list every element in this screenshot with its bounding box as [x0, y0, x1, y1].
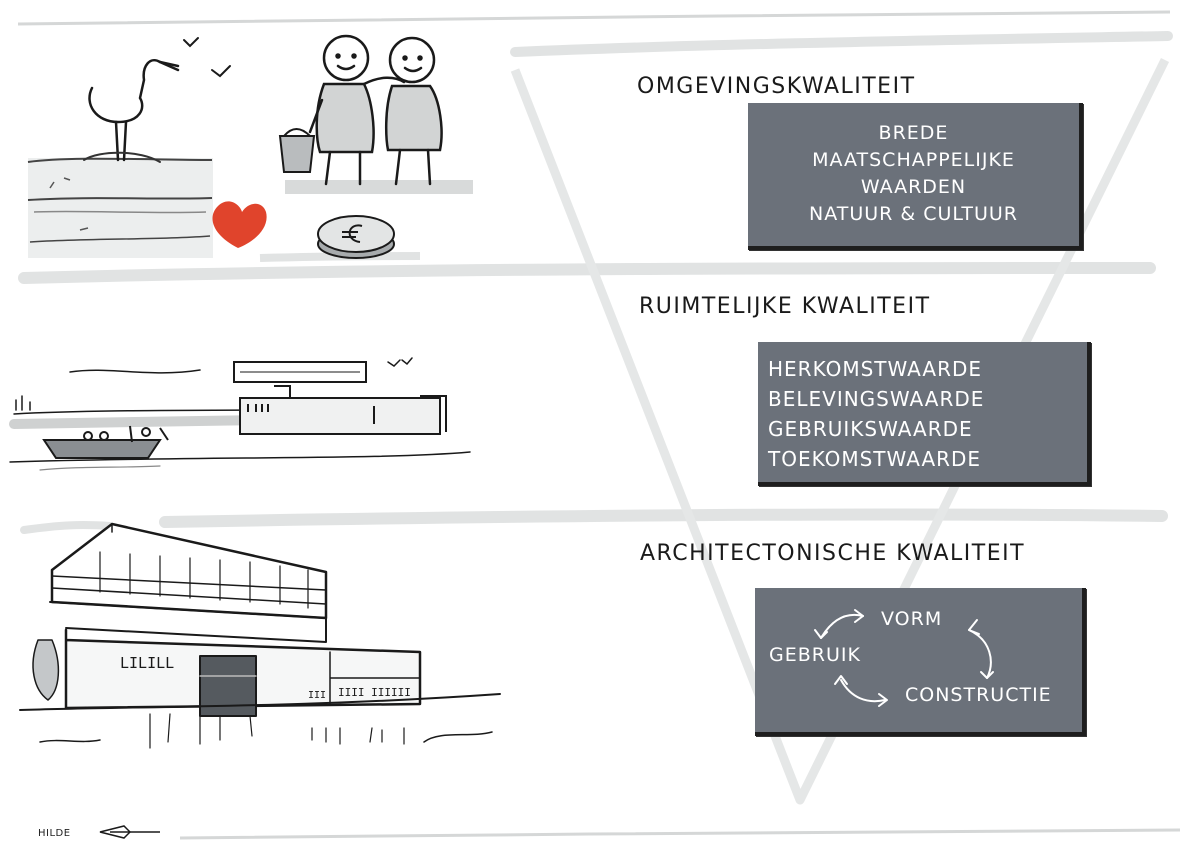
box-line: NATUUR & CULTUUR: [808, 203, 1018, 225]
v-shape: [510, 58, 1170, 805]
birds-icon: [183, 37, 231, 78]
v-top-band: [510, 31, 1173, 57]
box-line: WAARDEN: [860, 176, 967, 198]
svg-text:IIII IIIIII: IIII IIIIII: [338, 686, 411, 699]
box-omgevingskwaliteit: BREDE MAATSCHAPPELIJKE WAARDEN NATUUR & …: [748, 103, 1083, 250]
heart-icon: [212, 201, 267, 248]
svg-text:LILILL: LILILL: [120, 654, 174, 672]
divider-band-2a: [20, 521, 114, 534]
heading-architectonische-kwaliteit: ARCHITECTONISCHE KWALITEIT: [640, 541, 1026, 566]
bucket-icon: [278, 128, 316, 173]
box-line: TOEKOMSTWAARDE: [768, 447, 982, 471]
heron-icon: [83, 59, 180, 163]
bottom-rule: [179, 828, 1181, 840]
box-line: HERKOMSTWAARDE: [768, 357, 983, 381]
small-building-icon: [233, 361, 447, 435]
box-architectonische-kwaliteit: VORM GEBRUIK CONSTRUCTIE: [755, 588, 1086, 736]
box-line: BREDE: [878, 122, 949, 144]
cycle-label-gebruik: GEBRUIK: [769, 644, 861, 666]
two-people-icon: [285, 34, 473, 194]
heading-omgevingskwaliteit: OMGEVINGSKWALITEIT: [637, 74, 916, 99]
box-ruimtelijke-kwaliteit: HERKOMSTWAARDE BELEVINGSWAARDE GEBRUIKSW…: [758, 342, 1091, 486]
divider-band-2b: [159, 508, 1168, 528]
heading-ruimtelijke-kwaliteit: RUIMTELIJKE KWALITEIT: [639, 294, 931, 319]
box-line: GEBRUIKSWAARDE: [768, 417, 973, 441]
landscape-strip: [27, 157, 421, 262]
boat-icon: [42, 425, 169, 459]
building-icon: LILILL IIII IIIIII III: [19, 522, 501, 749]
cycle-arrows-icon: [814, 609, 994, 707]
svg-text:III: III: [308, 690, 326, 701]
cycle-label-vorm: VORM: [881, 608, 943, 630]
euro-coin-icon: [317, 215, 395, 259]
cycle-label-constructie: CONSTRUCTIE: [905, 684, 1052, 706]
box-line: MAATSCHAPPELIJKE: [812, 149, 1015, 171]
box-line: BELEVINGSWAARDE: [768, 387, 985, 411]
top-rule: [17, 10, 1171, 26]
signature: HILDE: [38, 828, 71, 839]
signature-mark-icon: [99, 825, 160, 839]
